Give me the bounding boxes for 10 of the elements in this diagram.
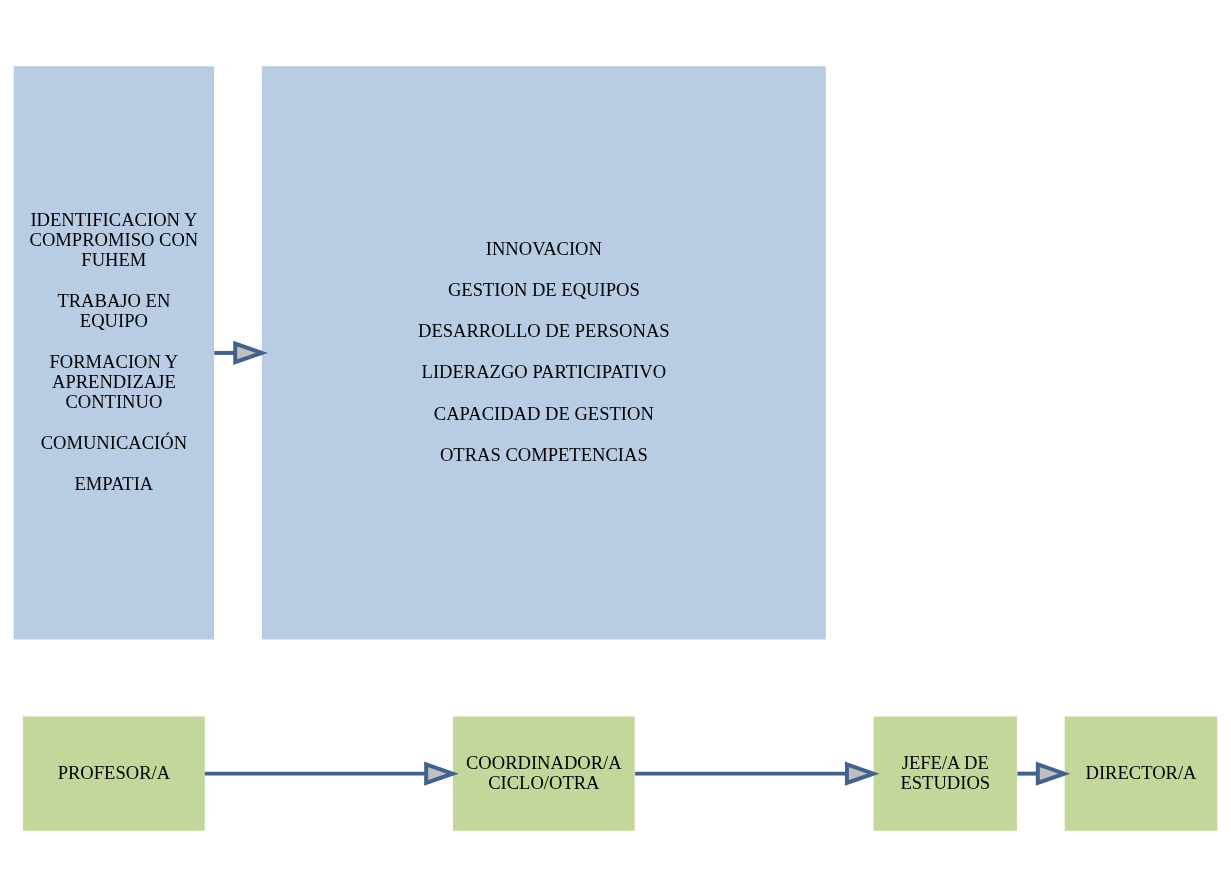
arrow — [1017, 761, 1071, 786]
node-box: PROFESOR/A — [22, 716, 205, 831]
arrow — [204, 761, 459, 786]
node-box: INNOVACION GESTION DE EQUIPOS DESARROLLO DE PERSONAS LIDERAZGO PARTICIPATIVO CAPACIDAD DE GESTION OTRAS COMPETENCIAS — [261, 65, 826, 640]
node-box: COORDINADOR/A CICLO/OTRA — [452, 716, 635, 831]
node-box: IDENTIFICACION Y COMPROMISO CON FUHEM TRABAJO EN EQUIPO FORMACION Y APRENDIZAJE CONTINUO COMUNICACIÓN EMPATIA — [13, 65, 215, 640]
arrow — [635, 761, 880, 786]
arrow — [214, 340, 268, 365]
node-box: JEFE/A DE ESTUDIOS — [873, 716, 1017, 831]
node-box: DIRECTOR/A — [1064, 716, 1218, 831]
